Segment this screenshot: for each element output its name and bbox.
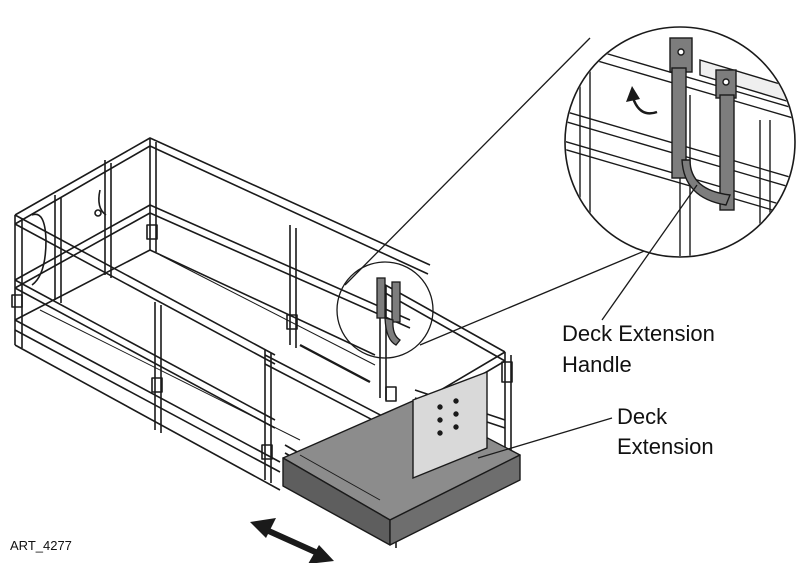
- callout-handle-line2: Handle: [562, 352, 632, 377]
- leader-lines: [477, 184, 698, 459]
- callout-extension-line2: Extension: [617, 434, 714, 459]
- art-id-label: ART_4277: [10, 538, 72, 553]
- extension-side-panel: [412, 370, 488, 480]
- main-platform-frame: [11, 137, 431, 491]
- magnified-detail: [564, 26, 796, 258]
- callout-handle-line1: Deck Extension: [562, 321, 715, 346]
- callout-extension-line1: Deck: [617, 404, 668, 429]
- handle-detail-small: [376, 277, 401, 346]
- double-arrow-icon: [250, 518, 334, 563]
- curved-arrow-icon: [626, 86, 658, 115]
